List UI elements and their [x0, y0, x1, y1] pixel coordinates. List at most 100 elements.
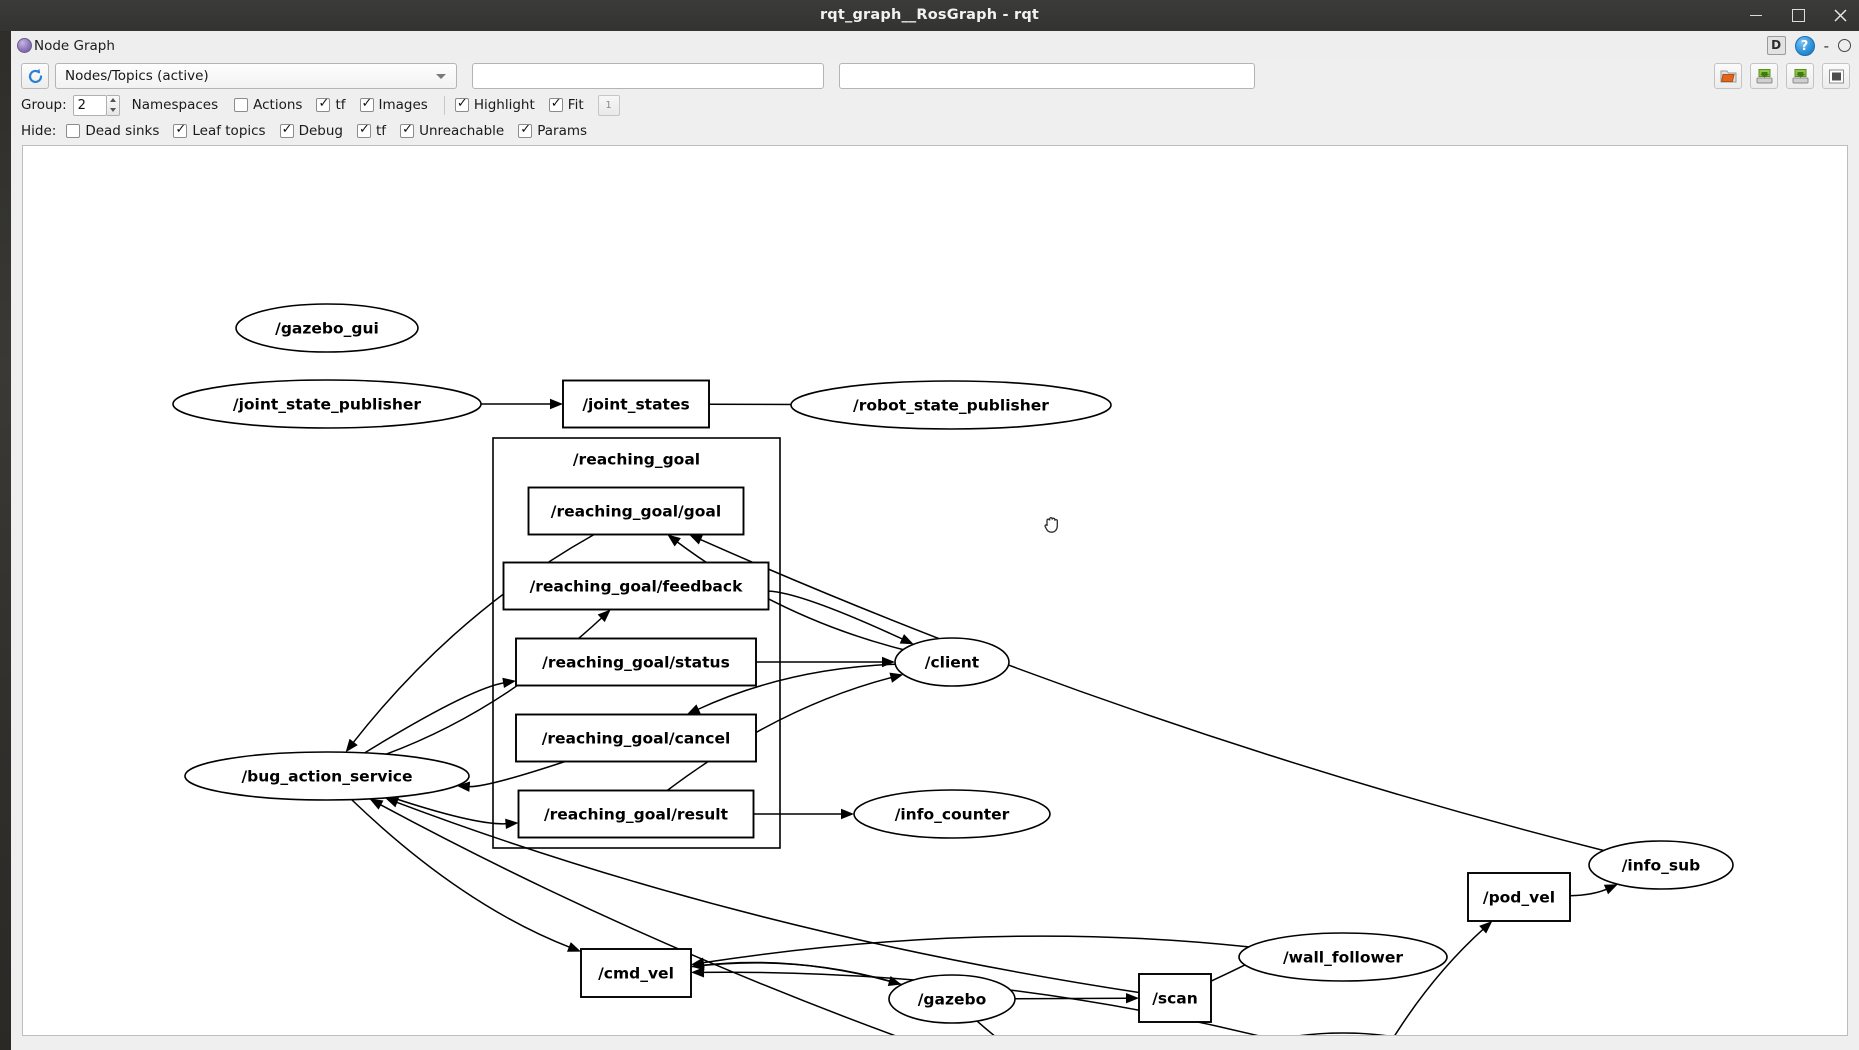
checkbox-actions[interactable]: Actions	[234, 97, 302, 113]
node-box[interactable]	[515, 637, 757, 687]
refresh-icon[interactable]	[21, 63, 49, 89]
node-box[interactable]	[517, 789, 755, 839]
graph-cluster: /reaching_goal	[492, 437, 781, 849]
cluster-label: /reaching_goal	[573, 451, 700, 469]
group-depth-stepper[interactable]	[106, 94, 120, 116]
graph-node-scan[interactable]: /scan	[1138, 973, 1212, 1023]
graph-node-pod_vel[interactable]: /pod_vel	[1467, 872, 1571, 922]
graph-node-gazebo_gui[interactable]: /gazebo_gui	[235, 303, 419, 353]
ros-logo-icon	[17, 38, 32, 53]
hide-tf-label: tf	[376, 123, 387, 139]
node-ellipse[interactable]	[1588, 840, 1734, 890]
graph-edge	[1394, 927, 1485, 1035]
save-image-icon[interactable]	[1786, 63, 1814, 89]
dock-button[interactable]: D	[1766, 36, 1786, 55]
graph-node-reaching_goal_cancel[interactable]: /reaching_goal/cancel	[515, 713, 757, 763]
unreachable-checkbox[interactable]	[400, 122, 415, 138]
minimize-icon[interactable]	[1745, 5, 1767, 27]
graph-node-go_to_point[interactable]: /go_to_point	[1251, 1032, 1435, 1035]
node-ellipse[interactable]	[790, 380, 1112, 430]
node-ellipse[interactable]	[894, 637, 1010, 687]
load-dot-icon[interactable]	[1714, 63, 1742, 89]
graph-edge	[768, 590, 904, 641]
panel-minimize-button[interactable]: -	[1823, 36, 1829, 55]
graph-node-reaching_goal_status[interactable]: /reaching_goal/status	[515, 637, 757, 687]
checkbox-params[interactable]: Params	[518, 122, 587, 139]
node-box[interactable]	[1467, 872, 1571, 922]
actions-checkbox[interactable]	[234, 98, 249, 112]
node-box[interactable]	[515, 713, 757, 763]
graph-node-robot_state_publisher[interactable]: /robot_state_publisher	[790, 380, 1112, 430]
hide-tf-checkbox[interactable]	[357, 122, 372, 138]
graph-node-bug_action_service[interactable]: /bug_action_service	[184, 751, 470, 801]
graph-edge	[351, 533, 595, 745]
graph-edge	[698, 538, 1604, 852]
graph-node-reaching_goal_feedback[interactable]: /reaching_goal/feedback	[502, 561, 770, 611]
node-ellipse[interactable]	[235, 303, 419, 353]
graph-type-select[interactable]: Nodes/Topics (active)	[55, 63, 457, 89]
window-title: rqt_graph__RosGraph - rqt	[819, 7, 1040, 23]
edge-arrowhead	[1479, 921, 1493, 934]
graph-node-reaching_goal_result[interactable]: /reaching_goal/result	[517, 789, 755, 839]
checkbox-debug[interactable]: Debug	[279, 122, 343, 139]
node-box[interactable]	[527, 486, 745, 536]
group-depth-input[interactable]: 2	[72, 94, 107, 116]
fit-in-view-icon[interactable]	[1822, 63, 1850, 89]
edge-arrowhead	[841, 808, 854, 820]
graph-edge	[391, 796, 508, 825]
checkbox-unreachable[interactable]: Unreachable	[400, 122, 504, 139]
node-label: /info_sub	[1622, 857, 1701, 875]
node-ellipse[interactable]	[1251, 1032, 1435, 1035]
checkbox-tf[interactable]: tf	[316, 96, 346, 113]
graph-node-wall_follower[interactable]: /wall_follower	[1238, 932, 1448, 982]
graph-options-row: Group: 2 Namespaces Actions tf Images	[11, 92, 1859, 118]
fit-checkbox[interactable]	[548, 96, 563, 112]
node-box[interactable]	[580, 948, 692, 998]
images-checkbox[interactable]	[359, 96, 374, 112]
edge-arrowhead	[691, 967, 705, 978]
checkbox-highlight[interactable]: Highlight	[454, 96, 535, 113]
checkbox-dead-sinks[interactable]: Dead sinks	[66, 123, 159, 139]
node-label: /reaching_goal/feedback	[530, 578, 743, 596]
close-icon[interactable]	[1829, 5, 1851, 27]
node-ellipse[interactable]	[888, 974, 1016, 1024]
edge-arrowhead	[899, 634, 914, 645]
graph-type-value: Nodes/Topics (active)	[65, 68, 209, 84]
graph-node-joint_state_publisher[interactable]: /joint_state_publisher	[172, 379, 482, 429]
graph-node-info_counter[interactable]: /info_counter	[853, 789, 1051, 839]
graph-node-client[interactable]: /client	[894, 637, 1010, 687]
ros-graph-canvas[interactable]: /reaching_goal /gazebo_gui/joint_state_p…	[22, 145, 1848, 1036]
node-ellipse[interactable]	[853, 789, 1051, 839]
fit-in-view-button[interactable]: 1	[597, 94, 620, 116]
node-box[interactable]	[562, 379, 710, 429]
graph-nodes: /gazebo_gui/joint_state_publisher/joint_…	[172, 303, 1734, 1035]
highlight-checkbox[interactable]	[454, 96, 469, 112]
graph-node-info_sub[interactable]: /info_sub	[1588, 840, 1734, 890]
checkbox-leaf-topics[interactable]: Leaf topics	[173, 122, 266, 139]
help-button[interactable]: ?	[1794, 35, 1815, 56]
node-box[interactable]	[502, 561, 770, 611]
checkbox-images[interactable]: Images	[359, 96, 428, 113]
tf-checkbox[interactable]	[316, 96, 331, 112]
maximize-icon[interactable]	[1787, 5, 1809, 27]
panel-close-button[interactable]	[1838, 39, 1851, 52]
params-checkbox[interactable]	[518, 122, 533, 138]
node-ellipse[interactable]	[172, 379, 482, 429]
node-label: /info_counter	[895, 806, 1010, 824]
checkbox-hide-tf[interactable]: tf	[357, 122, 387, 139]
graph-node-gazebo[interactable]: /gazebo	[888, 974, 1016, 1024]
topic-filter-input[interactable]	[839, 63, 1255, 89]
debug-checkbox[interactable]	[279, 122, 294, 138]
node-box[interactable]	[1138, 973, 1212, 1023]
window-titlebar: rqt_graph__RosGraph - rqt	[0, 0, 1859, 31]
node-ellipse[interactable]	[1238, 932, 1448, 982]
dead-sinks-checkbox[interactable]	[66, 124, 81, 138]
leaf-topics-checkbox[interactable]	[173, 122, 188, 138]
graph-node-cmd_vel[interactable]: /cmd_vel	[580, 948, 692, 998]
save-dot-icon[interactable]	[1750, 63, 1778, 89]
node-ellipse[interactable]	[184, 751, 470, 801]
graph-node-joint_states[interactable]: /joint_states	[562, 379, 710, 429]
graph-node-reaching_goal_goal[interactable]: /reaching_goal/goal	[527, 486, 745, 536]
checkbox-fit[interactable]: Fit	[548, 96, 584, 113]
node-filter-input[interactable]	[472, 63, 824, 89]
